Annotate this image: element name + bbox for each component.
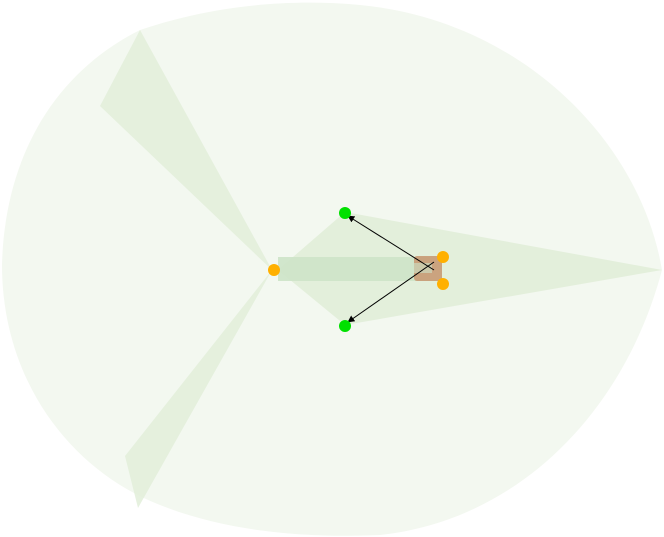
anchor-node-left xyxy=(268,264,280,276)
arrow-to-lower-target xyxy=(347,261,435,323)
corridor xyxy=(278,257,430,281)
sensor-cone-lower-left xyxy=(125,270,272,508)
agent-body-highlight xyxy=(414,263,432,273)
arrow-to-upper-target xyxy=(347,215,435,271)
sensor-cone-forward xyxy=(278,212,662,325)
anchor-node-agent-upper xyxy=(437,251,449,263)
target-node-upper xyxy=(339,207,351,219)
target-node-lower xyxy=(339,320,351,332)
sensor-cone-upper-left xyxy=(100,30,272,270)
anchor-node-agent-lower xyxy=(437,278,449,290)
